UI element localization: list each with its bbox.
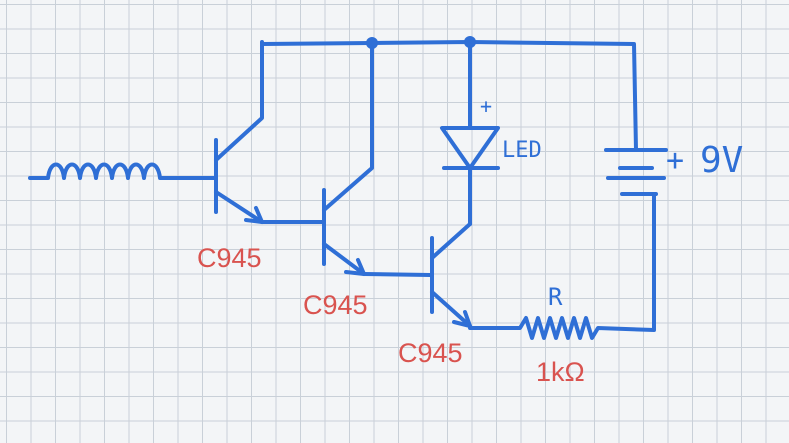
- resistor: [468, 194, 656, 340]
- emitter2-to-base3-wire: [362, 272, 432, 277]
- antenna-coil: [28, 162, 216, 180]
- resistor-symbol: R: [548, 283, 563, 311]
- battery: [604, 148, 668, 196]
- resistor-value-label: 1kΩ: [536, 357, 585, 387]
- led-polarity-mark: +: [480, 94, 492, 118]
- led-label: LED: [502, 138, 542, 163]
- battery-polarity-mark: +: [666, 143, 684, 178]
- transistor-2: [322, 42, 374, 276]
- transistor-1: [214, 40, 264, 224]
- junction-dot: [366, 37, 378, 49]
- junction-dot: [464, 36, 476, 48]
- transistor-3: [430, 222, 472, 328]
- battery-voltage-label: 9V: [700, 140, 743, 181]
- led: [440, 40, 500, 226]
- top-rail-wire: [260, 40, 638, 152]
- transistor-3-label: C945: [398, 338, 463, 368]
- transistor-1-label: C945: [197, 243, 262, 273]
- transistor-2-label: C945: [303, 290, 368, 320]
